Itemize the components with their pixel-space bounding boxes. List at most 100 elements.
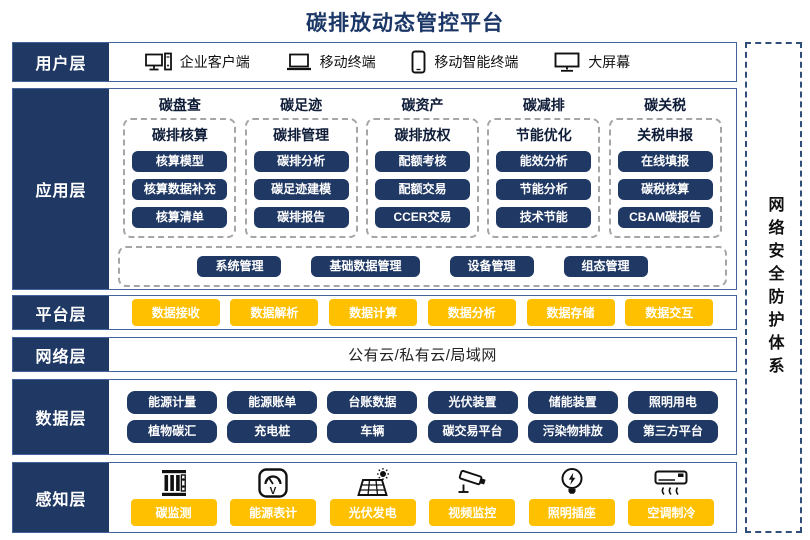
layer-label-network: 网络层	[13, 338, 109, 371]
app-module-box: 碳排核算 核算模型 核算数据补充 核算清单	[123, 118, 237, 238]
layer-platform: 平台层 数据接收 数据解析 数据计算 数据分析 数据存储 数据交互	[12, 295, 737, 330]
app-function-button: CBAM碳报告	[617, 207, 713, 228]
security-system-panel: 网络安全防护体系	[745, 42, 802, 533]
user-terminal-mobile: 移动终端	[286, 52, 376, 72]
perception-device-light-socket: 照明插座	[528, 467, 615, 526]
user-terminal-label: 移动智能终端	[434, 54, 519, 70]
perception-device-energy-meter: V 能源表计	[230, 467, 317, 526]
common-module-button: 系统管理	[197, 256, 282, 277]
data-source-button: 台账数据	[327, 391, 418, 415]
app-module-title: 碳排核算	[151, 127, 208, 143]
network-cloud-text: 公有云/私有云/局域网	[348, 347, 497, 364]
perception-label: 空调制冷	[628, 499, 715, 526]
data-source-button: 照明用电	[627, 391, 718, 415]
perception-label: 视频监控	[429, 499, 516, 526]
data-source-button: 车辆	[327, 419, 418, 443]
platform-capability-button: 数据接收	[131, 299, 220, 326]
data-source-button: 储能装置	[527, 391, 618, 415]
app-function-button: 碳排分析	[253, 151, 349, 172]
app-column-carbon-inventory: 碳盘查 碳排核算 核算模型 核算数据补充 核算清单	[123, 94, 237, 238]
data-source-button: 能源账单	[227, 391, 318, 415]
platform-capability-button: 数据交互	[625, 299, 714, 326]
layer-label-data: 数据层	[13, 380, 109, 454]
app-category: 碳资产	[401, 97, 444, 113]
diagram-layers: 用户层	[12, 42, 737, 533]
common-module-button: 基础数据管理	[311, 256, 420, 277]
platform-capability-button: 数据分析	[427, 299, 516, 326]
user-terminal-bigscreen: 大屏幕	[554, 52, 630, 73]
light-socket-icon	[558, 467, 586, 499]
perception-device-ac: 空调制冷	[628, 467, 715, 526]
layer-label-perception: 感知层	[13, 463, 109, 532]
big-screen-icon	[554, 52, 580, 73]
app-function-button: 节能分析	[496, 179, 592, 200]
smartphone-icon	[411, 50, 426, 74]
perception-label: 能源表计	[230, 499, 317, 526]
data-source-button: 充电桩	[227, 419, 318, 443]
carbon-monitor-icon	[158, 467, 190, 499]
page-title: 碳排放动态管控平台	[306, 12, 504, 35]
user-terminal-label: 大屏幕	[588, 54, 631, 70]
perception-label: 光伏发电	[329, 499, 416, 526]
app-function-button: 配额考核	[374, 151, 470, 172]
data-source-button: 能源计量	[127, 391, 218, 415]
layer-network: 网络层 公有云/私有云/局域网	[12, 337, 737, 372]
cctv-camera-icon	[454, 467, 490, 499]
app-function-button: 碳足迹建模	[253, 179, 349, 200]
layer-user: 用户层	[12, 42, 737, 82]
app-function-button: 能效分析	[496, 151, 592, 172]
app-function-button: 核算数据补充	[132, 179, 228, 200]
solar-pv-icon	[355, 467, 391, 499]
perception-device-solar-pv: 光伏发电	[329, 467, 416, 526]
common-module-button: 设备管理	[449, 256, 534, 277]
perception-label: 照明插座	[528, 499, 615, 526]
app-function-button: 配额交易	[374, 179, 470, 200]
layer-label-user: 用户层	[13, 43, 109, 81]
layer-label-platform: 平台层	[13, 296, 109, 329]
data-source-button: 第三方平台	[627, 419, 718, 443]
layer-application: 应用层 碳盘查 碳排核算 核算模型 核算数据补充 核算清单	[12, 88, 737, 290]
app-function-button: 核算清单	[132, 207, 228, 228]
app-module-title: 节能优化	[515, 127, 572, 143]
app-function-button: 在线填报	[617, 151, 713, 172]
common-module-button: 组态管理	[563, 256, 648, 277]
data-source-button: 植物碳汇	[127, 419, 218, 443]
app-common-modules-box: 系统管理 基础数据管理 设备管理 组态管理	[118, 246, 727, 287]
app-module-title: 碳排管理	[273, 127, 330, 143]
energy-meter-icon: V	[257, 467, 289, 499]
app-category: 碳足迹	[280, 97, 323, 113]
data-source-button: 碳交易平台	[427, 419, 518, 443]
app-module-box: 碳排放权 配额考核 配额交易 CCER交易	[365, 118, 479, 238]
app-function-button: 技术节能	[496, 207, 592, 228]
svg-text:V: V	[270, 486, 277, 497]
layer-data: 数据层 能源计量 能源账单 台账数据 光伏装置 储能装置 照明用电 植物碳汇 充…	[12, 379, 737, 455]
user-terminal-enterprise: 企业客户端	[144, 52, 250, 73]
data-source-button: 污染物排放	[527, 419, 618, 443]
laptop-icon	[286, 52, 312, 72]
app-function-button: 碳税核算	[617, 179, 713, 200]
app-module-title: 碳排放权	[394, 127, 451, 143]
app-function-button: 核算模型	[132, 151, 228, 172]
app-module-box: 关税申报 在线填报 碳税核算 CBAM碳报告	[608, 118, 722, 238]
app-column-carbon-asset: 碳资产 碳排放权 配额考核 配额交易 CCER交易	[365, 94, 479, 238]
layer-label-application: 应用层	[13, 89, 109, 289]
app-column-carbon-tariff: 碳关税 关税申报 在线填报 碳税核算 CBAM碳报告	[608, 94, 722, 238]
security-system-label: 网络安全防护体系	[765, 195, 783, 380]
layer-perception: 感知层	[12, 462, 737, 533]
app-function-button: 碳排报告	[253, 207, 349, 228]
ac-cooling-icon	[653, 467, 689, 499]
platform-capability-button: 数据计算	[329, 299, 418, 326]
app-module-title: 关税申报	[637, 127, 694, 143]
platform-capability-button: 数据存储	[526, 299, 615, 326]
app-category: 碳关税	[644, 97, 687, 113]
app-category: 碳盘查	[158, 97, 201, 113]
data-source-button: 光伏装置	[427, 391, 518, 415]
perception-label: 碳监测	[130, 499, 217, 526]
user-terminal-smart-mobile: 移动智能终端	[411, 50, 518, 74]
user-terminal-label: 企业客户端	[179, 54, 250, 70]
app-module-box: 碳排管理 碳排分析 碳足迹建模 碳排报告	[244, 118, 358, 238]
app-function-button: CCER交易	[374, 207, 470, 228]
app-column-carbon-footprint: 碳足迹 碳排管理 碳排分析 碳足迹建模 碳排报告	[244, 94, 358, 238]
app-category: 碳减排	[522, 97, 565, 113]
perception-device-cctv: 视频监控	[429, 467, 516, 526]
